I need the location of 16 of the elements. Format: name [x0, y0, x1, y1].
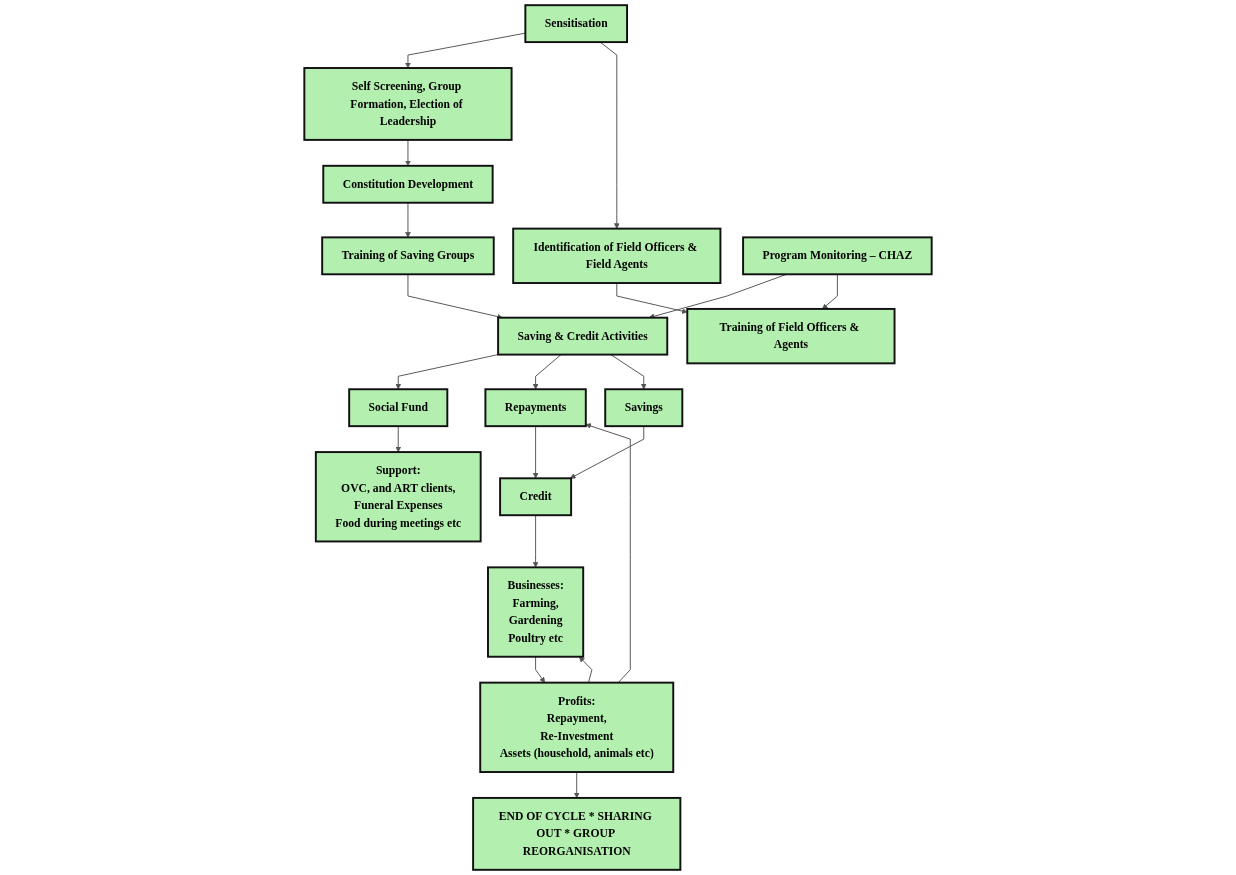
node-box: Savings — [604, 388, 684, 428]
node-box: Social Fund — [348, 388, 449, 428]
node-box: END OF CYCLE * SHARING OUT * GROUP REORGANISATION — [472, 796, 682, 871]
node-box: Sensitisation — [524, 4, 628, 44]
node-box: Saving & Credit Activities — [497, 316, 669, 356]
node-box: Self Screening, Group Formation, Election of Leadership — [303, 67, 513, 141]
node-box: Support: OVC, and ART clients, Funeral Expenses Food during meetings etc — [314, 451, 482, 543]
node-box: Training of Saving Groups — [321, 236, 495, 276]
node-box: Businesses: Farming, Gardening Poultry etc — [487, 566, 585, 658]
node-box: Credit — [499, 477, 573, 517]
node-box: Training of Field Officers & Agents — [686, 307, 896, 365]
node-box: Identification of Field Officers & Field Agents — [512, 227, 722, 284]
node-box: Repayments — [484, 388, 587, 428]
node-box: Constitution Development — [322, 164, 494, 204]
node-box: Profits: Repayment, Re-Investment Assets (household, animals etc) — [479, 681, 675, 773]
node-box: Program Monitoring – CHAZ — [742, 236, 933, 276]
